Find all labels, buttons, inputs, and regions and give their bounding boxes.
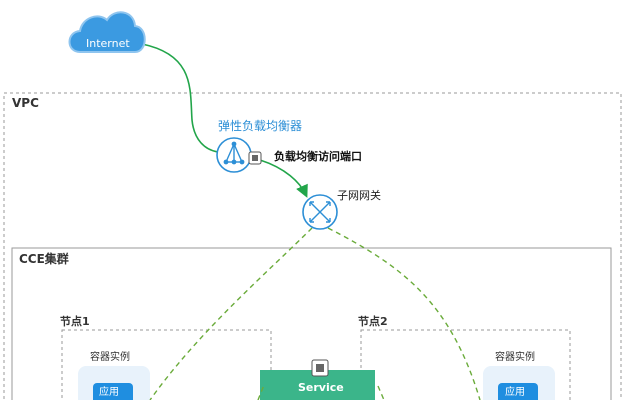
elb-port-label: 负载均衡访问端口 bbox=[274, 150, 362, 163]
internet-label: Internet bbox=[86, 37, 130, 50]
node-2-label: 节点2 bbox=[358, 315, 388, 328]
vpc-boundary bbox=[3, 92, 622, 404]
elb-to-gateway-arrow bbox=[259, 159, 308, 198]
container-1-label: 容器实例 bbox=[90, 352, 130, 363]
service-label: Service bbox=[298, 381, 344, 394]
elb-port-icon bbox=[248, 151, 262, 165]
elb-label: 弹性负载均衡器 bbox=[218, 119, 303, 133]
node-2-boundary bbox=[360, 329, 571, 404]
cce-cluster-boundary bbox=[11, 247, 612, 404]
service-port-icon bbox=[311, 359, 329, 377]
gateway-to-node1-dashed bbox=[149, 227, 313, 401]
cce-cluster-label: CCE集群 bbox=[19, 252, 69, 266]
service-to-right-dashed bbox=[377, 385, 385, 401]
cloud-icon bbox=[68, 11, 146, 53]
gateway-to-node2-dashed bbox=[327, 227, 481, 401]
app-2-label: 应用 bbox=[505, 387, 525, 398]
internet-to-elb-link bbox=[141, 43, 219, 153]
load-balancer-icon bbox=[216, 137, 252, 173]
subnet-gateway-icon bbox=[302, 194, 338, 230]
container-2-label: 容器实例 bbox=[495, 352, 535, 363]
subnet-gateway-label: 子网网关 bbox=[337, 189, 381, 202]
app-1-label: 应用 bbox=[99, 387, 119, 398]
service-to-left-dashed bbox=[257, 384, 265, 401]
app-1-box bbox=[93, 383, 133, 404]
vpc-label: VPC bbox=[12, 96, 39, 110]
app-2-box bbox=[498, 383, 538, 404]
node-1-label: 节点1 bbox=[60, 315, 90, 328]
